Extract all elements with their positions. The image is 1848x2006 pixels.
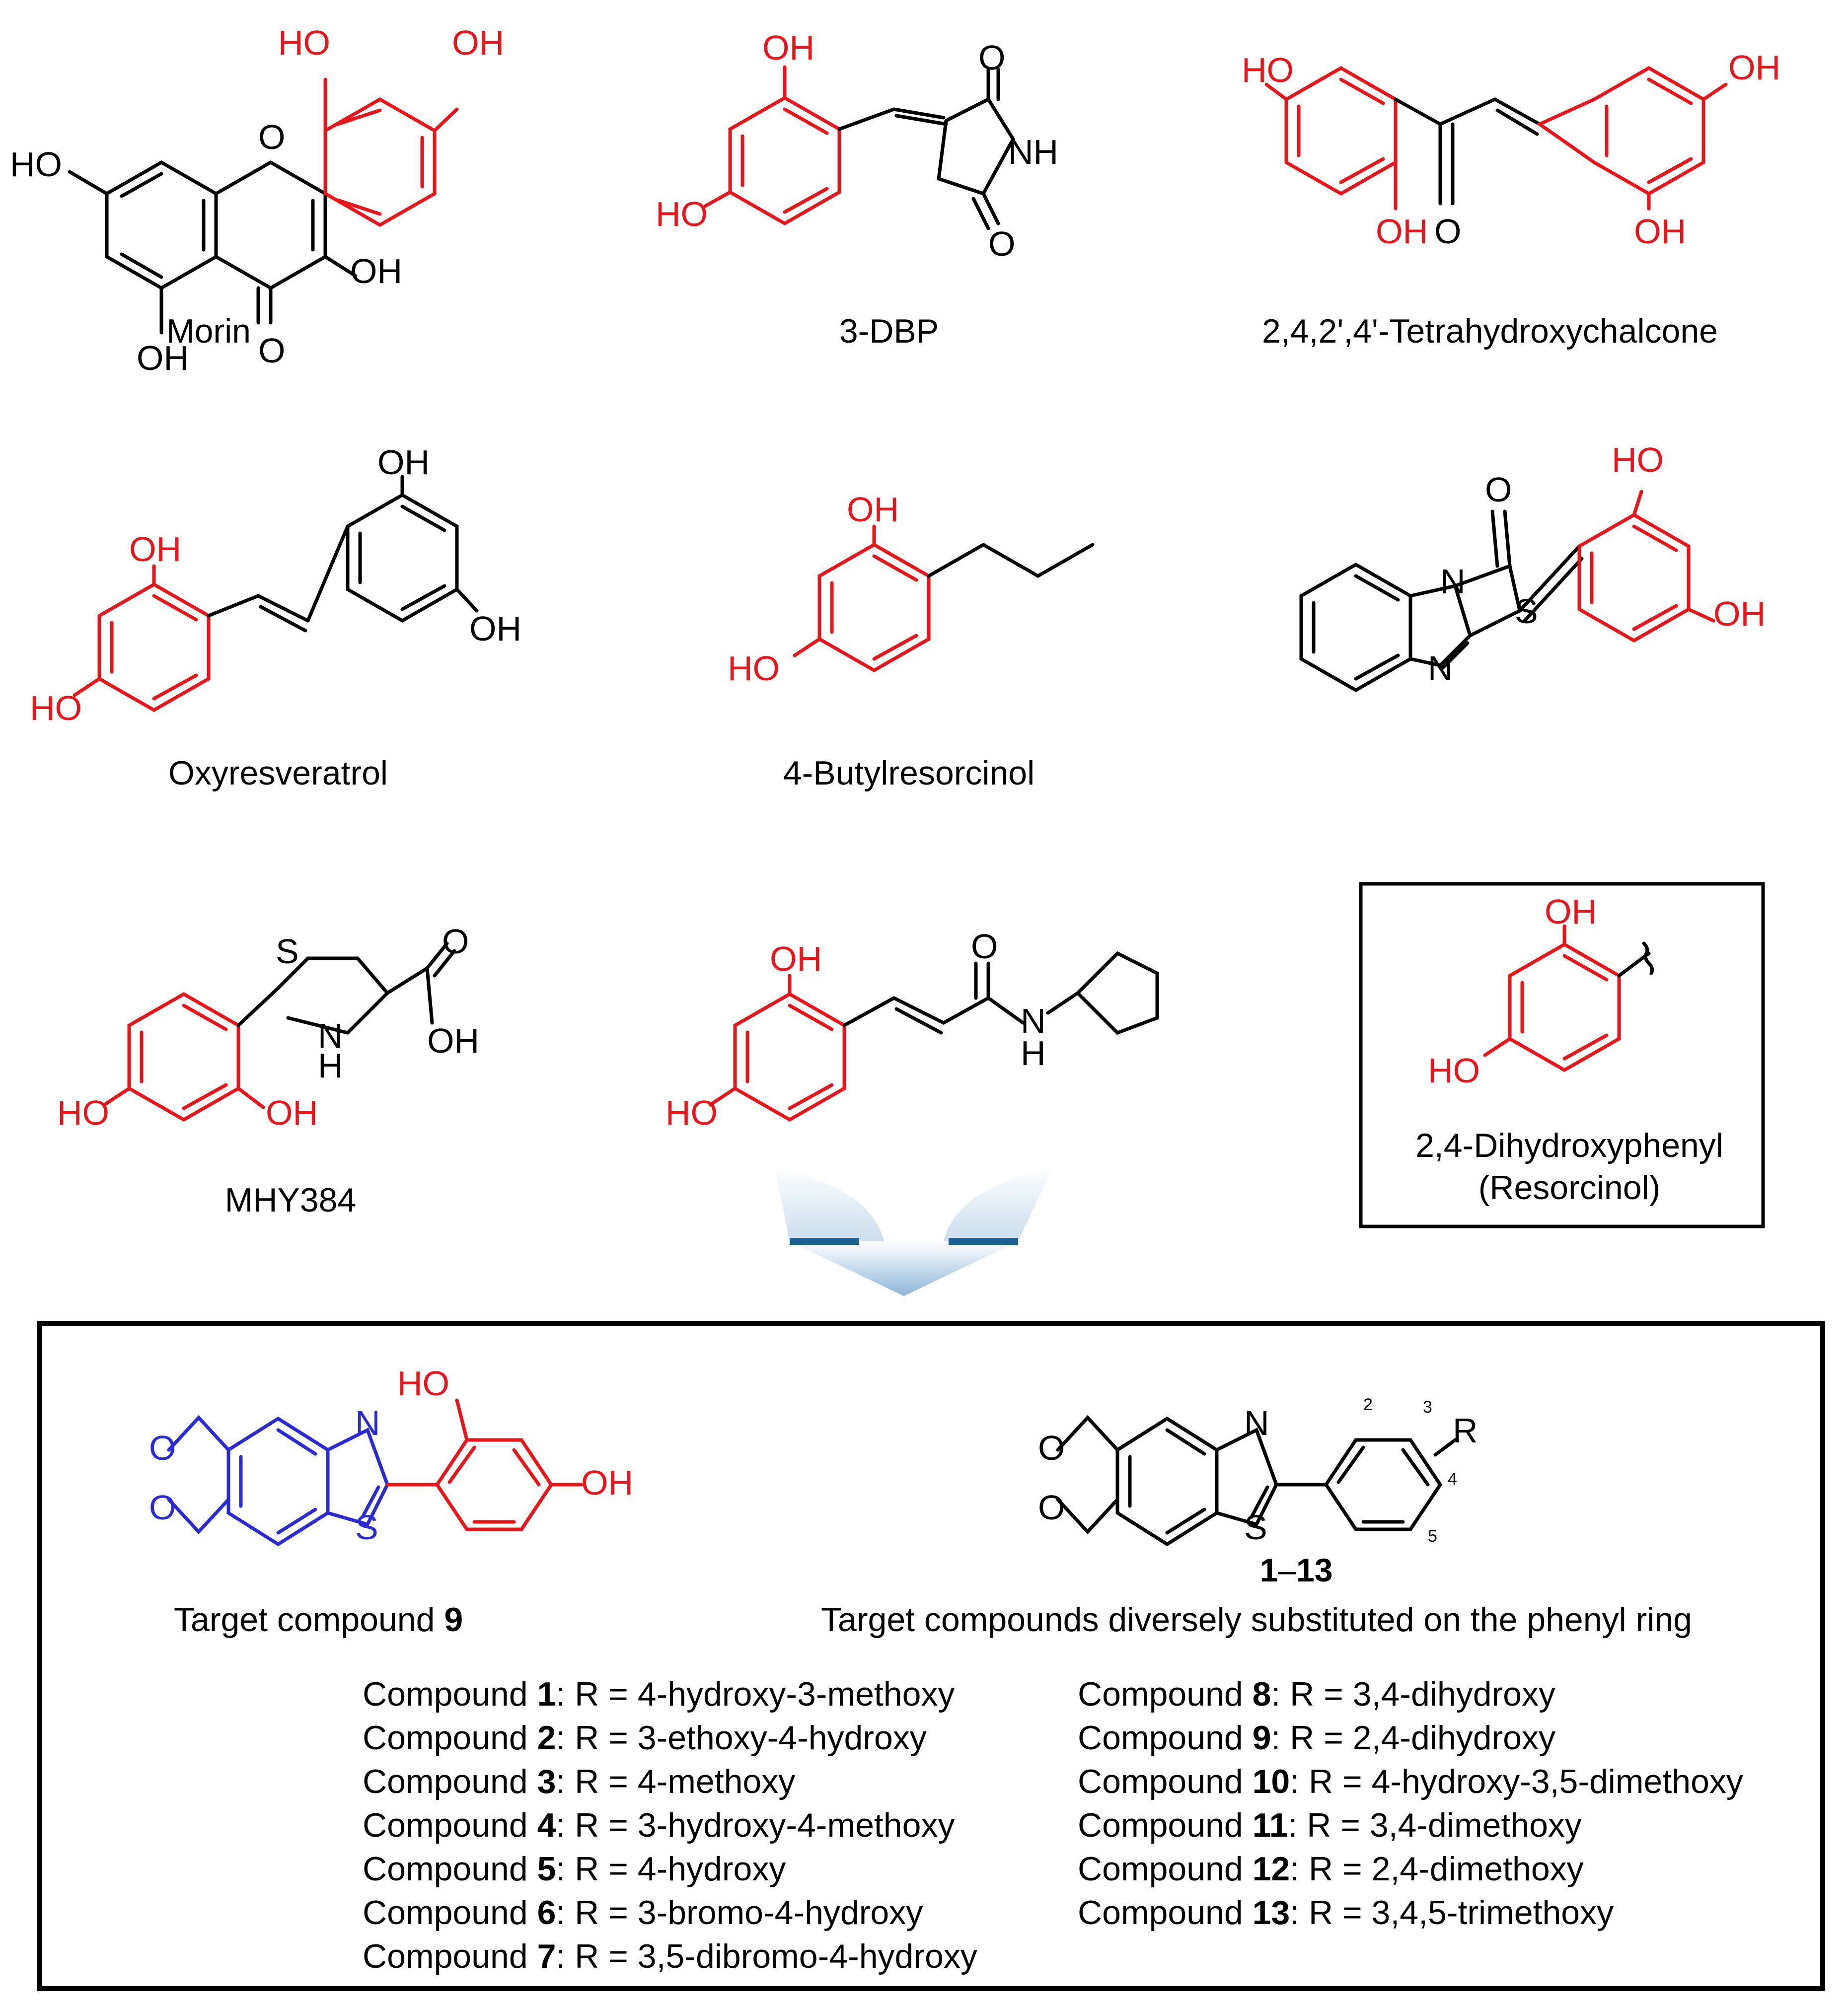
- target9-n: N: [355, 1404, 380, 1442]
- amide-oh-2: OH: [770, 939, 822, 978]
- thiazolobenzimidazole-structure: N N S O HO OH: [1299, 440, 1766, 693]
- butylresorcinol-structure: OH HO: [728, 490, 1095, 688]
- thz-n: N: [1428, 649, 1453, 688]
- compound-5-entry: Compound 5: R = 4-hydroxy: [363, 1850, 786, 1888]
- butylresorcinol-label: 4-Butylresorcinol: [783, 754, 1035, 792]
- compound-7-entry: Compound 7: R = 3,5-dibromo-4-hydroxy: [363, 1937, 977, 1975]
- thz-carbonyl-o: O: [1485, 470, 1512, 509]
- scaffold-position-5: 5: [1428, 1527, 1437, 1546]
- morin-carbonyl-o: O: [258, 331, 285, 370]
- compound-11-entry: Compound 11: R = 3,4-dimethoxy: [1078, 1806, 1582, 1844]
- target9-oh: OH: [581, 1463, 633, 1502]
- compound-list: Compound 1: R = 4-hydroxy-3-methoxyCompo…: [363, 1675, 1743, 1975]
- mhy-h: H: [318, 1046, 343, 1085]
- resorcinol-label-line2: (Resorcinol): [1478, 1169, 1661, 1207]
- resorcinol-oh: OH: [1545, 892, 1597, 931]
- target9-ho: HO: [397, 1364, 449, 1403]
- morin-oh-7: HO: [10, 145, 62, 184]
- dbp-oh: OH: [762, 28, 814, 67]
- chalcone-oh-2p: OH: [1634, 212, 1686, 251]
- chalcone-label: 2,4,2',4'-Tetrahydroxychalcone: [1262, 312, 1718, 350]
- cyclopentylamide-structure: OH HO O N H: [665, 927, 1159, 1132]
- target9-o-top: O: [149, 1429, 176, 1467]
- scaffold-n: N: [1244, 1404, 1269, 1442]
- dbp-o-top: O: [978, 38, 1005, 77]
- mhy-oh-2: OH: [266, 1093, 318, 1132]
- mhy-oh-acid: OH: [427, 1021, 479, 1060]
- compound-9-entry: Compound 9: R = 2,4-dihydroxy: [1078, 1719, 1555, 1757]
- oxy-oh-5p: OH: [469, 609, 521, 648]
- thz-s: S: [1515, 592, 1538, 631]
- target9-s: S: [355, 1508, 378, 1547]
- scaffold-s: S: [1244, 1508, 1267, 1547]
- scaffold-position-2: 2: [1363, 1395, 1373, 1414]
- oxy-oh-3p: OH: [377, 443, 430, 482]
- compound-4-entry: Compound 4: R = 3-hydroxy-4-methoxy: [363, 1806, 955, 1844]
- morin-structure: HO O OH O OH HO OH: [10, 23, 504, 377]
- oxy-ho-4: HO: [30, 689, 82, 727]
- compound-3-entry: Compound 3: R = 4-methoxy: [363, 1763, 795, 1800]
- compound-6-entry: Compound 6: R = 3-bromo-4-hydroxy: [363, 1894, 923, 1932]
- thz-oh-4: OH: [1713, 594, 1766, 633]
- dbp-ho: HO: [656, 195, 708, 233]
- thz-ho-2: HO: [1612, 440, 1664, 479]
- resorcinol-ho: HO: [1428, 1051, 1480, 1090]
- dbp-structure: OH HO O NH O: [656, 28, 1058, 263]
- resorcinol-label-line1: 2,4-Dihydroxyphenyl: [1415, 1127, 1723, 1164]
- scaffold-position-4: 4: [1448, 1470, 1457, 1489]
- scaffold-r: R: [1453, 1411, 1478, 1450]
- mhy384-structure: S N H O OH HO OH: [57, 922, 479, 1132]
- general-scaffold-structure: O O N S R 2 3 4 5: [1038, 1395, 1478, 1547]
- compound-8-entry: Compound 8: R = 3,4-dihydroxy: [1078, 1675, 1555, 1713]
- convergence-arrow: [775, 1167, 1053, 1296]
- butyl-oh: OH: [847, 490, 899, 529]
- chalcone-oh-2: OH: [1376, 212, 1428, 251]
- amide-n: N: [1021, 1002, 1046, 1040]
- compound-12-entry: Compound 12: R = 2,4-dimethoxy: [1078, 1850, 1584, 1888]
- resorcinol-box: [1359, 882, 1765, 1228]
- scaffold-o-bottom: O: [1038, 1488, 1065, 1527]
- compound-2-entry: Compound 2: R = 3-ethoxy-4-hydroxy: [363, 1719, 927, 1757]
- target9-o-bottom: O: [149, 1488, 176, 1527]
- mhy-s: S: [276, 932, 299, 971]
- mhy-n: N: [318, 1016, 343, 1055]
- chalcone-ho-4: HO: [1242, 51, 1294, 89]
- mhy-ho-4: HO: [57, 1093, 109, 1132]
- morin-label: Morin: [166, 312, 251, 350]
- amide-ho-4: HO: [665, 1093, 718, 1132]
- compound-10-entry: Compound 10: R = 4-hydroxy-3,5-dimethoxy: [1078, 1763, 1743, 1800]
- amide-h: H: [1021, 1034, 1046, 1073]
- thz-n-bridge: N: [1440, 562, 1466, 601]
- target-compound-9-structure: O O N S HO OH: [149, 1364, 633, 1547]
- series-caption: Target compounds diversely substituted o…: [821, 1601, 1692, 1639]
- oxyresveratrol-label: Oxyresveratrol: [168, 754, 388, 792]
- dbp-label: 3-DBP: [839, 312, 939, 350]
- morin-ring-o: O: [258, 118, 285, 156]
- dbp-nh: NH: [1008, 133, 1058, 171]
- morin-oh-5: OH: [137, 339, 189, 377]
- oxyresveratrol-structure: OH HO OH OH: [30, 443, 521, 727]
- compound-13-entry: Compound 13: R = 3,4,5-trimethoxy: [1078, 1894, 1614, 1932]
- butyl-ho: HO: [728, 649, 780, 688]
- chalcone-oh-4p: OH: [1728, 48, 1780, 87]
- dbp-o-bottom: O: [988, 224, 1015, 263]
- target-box: [37, 1321, 1825, 1991]
- scaffold-o-top: O: [1038, 1429, 1065, 1467]
- mhy-carbonyl-o: O: [442, 922, 469, 961]
- mhy384-label: MHY384: [225, 1181, 357, 1219]
- compound-1-entry: Compound 1: R = 4-hydroxy-3-methoxy: [363, 1675, 955, 1713]
- compound-range-label: 1–13: [1260, 1552, 1333, 1588]
- chalcone-structure: HO OH O OH OH: [1242, 48, 1780, 251]
- morin-oh-2p: HO: [278, 23, 330, 62]
- oxy-oh-2: OH: [129, 530, 181, 569]
- amide-carbonyl-o: O: [971, 927, 998, 966]
- morin-oh-4p: OH: [452, 23, 504, 62]
- resorcinol-structure: OH HO: [1428, 892, 1654, 1090]
- chalcone-carbonyl-o: O: [1434, 212, 1461, 251]
- morin-oh-3: OH: [350, 252, 402, 290]
- scaffold-position-3: 3: [1423, 1398, 1432, 1417]
- target-compound-9-caption: Target compound 9: [174, 1601, 463, 1639]
